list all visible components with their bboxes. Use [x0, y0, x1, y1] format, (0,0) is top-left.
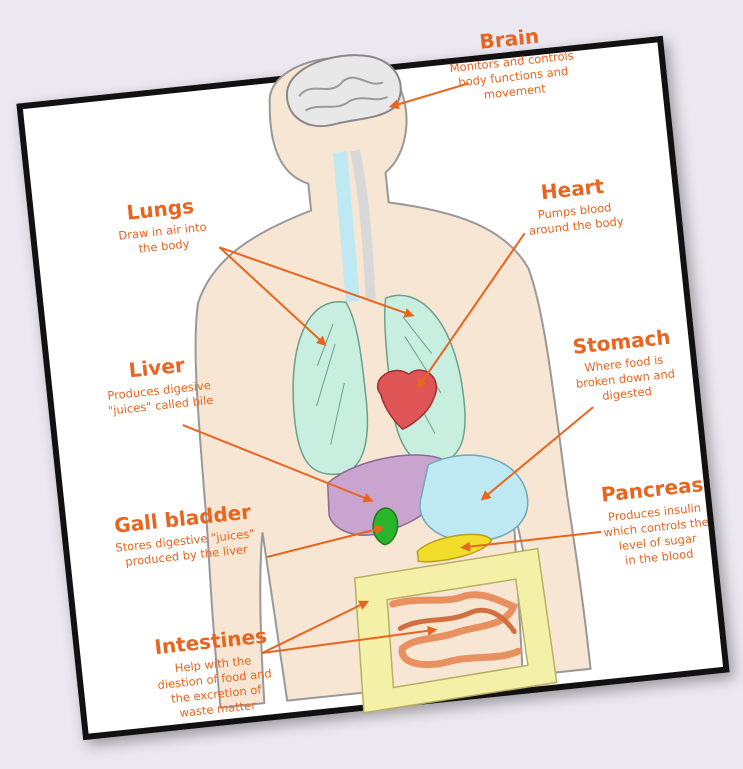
label-brain: Brain Monitors and controls body functio…	[446, 20, 577, 105]
label-heart: Heart Pumps blood around the body	[524, 172, 625, 238]
label-lungs: Lungs Draw in air into the body	[115, 193, 209, 258]
lungs-title: Lungs	[125, 194, 195, 225]
label-stomach: Stomach Where food is broken down and di…	[571, 325, 677, 406]
brain-title: Brain	[478, 24, 540, 54]
heart-title: Heart	[540, 174, 606, 205]
liver-title: Liver	[128, 353, 186, 383]
label-intestines: Intestines Help with the diestion of foo…	[152, 623, 275, 722]
label-pancreas: Pancreas Produces insulin which controls…	[598, 472, 712, 570]
